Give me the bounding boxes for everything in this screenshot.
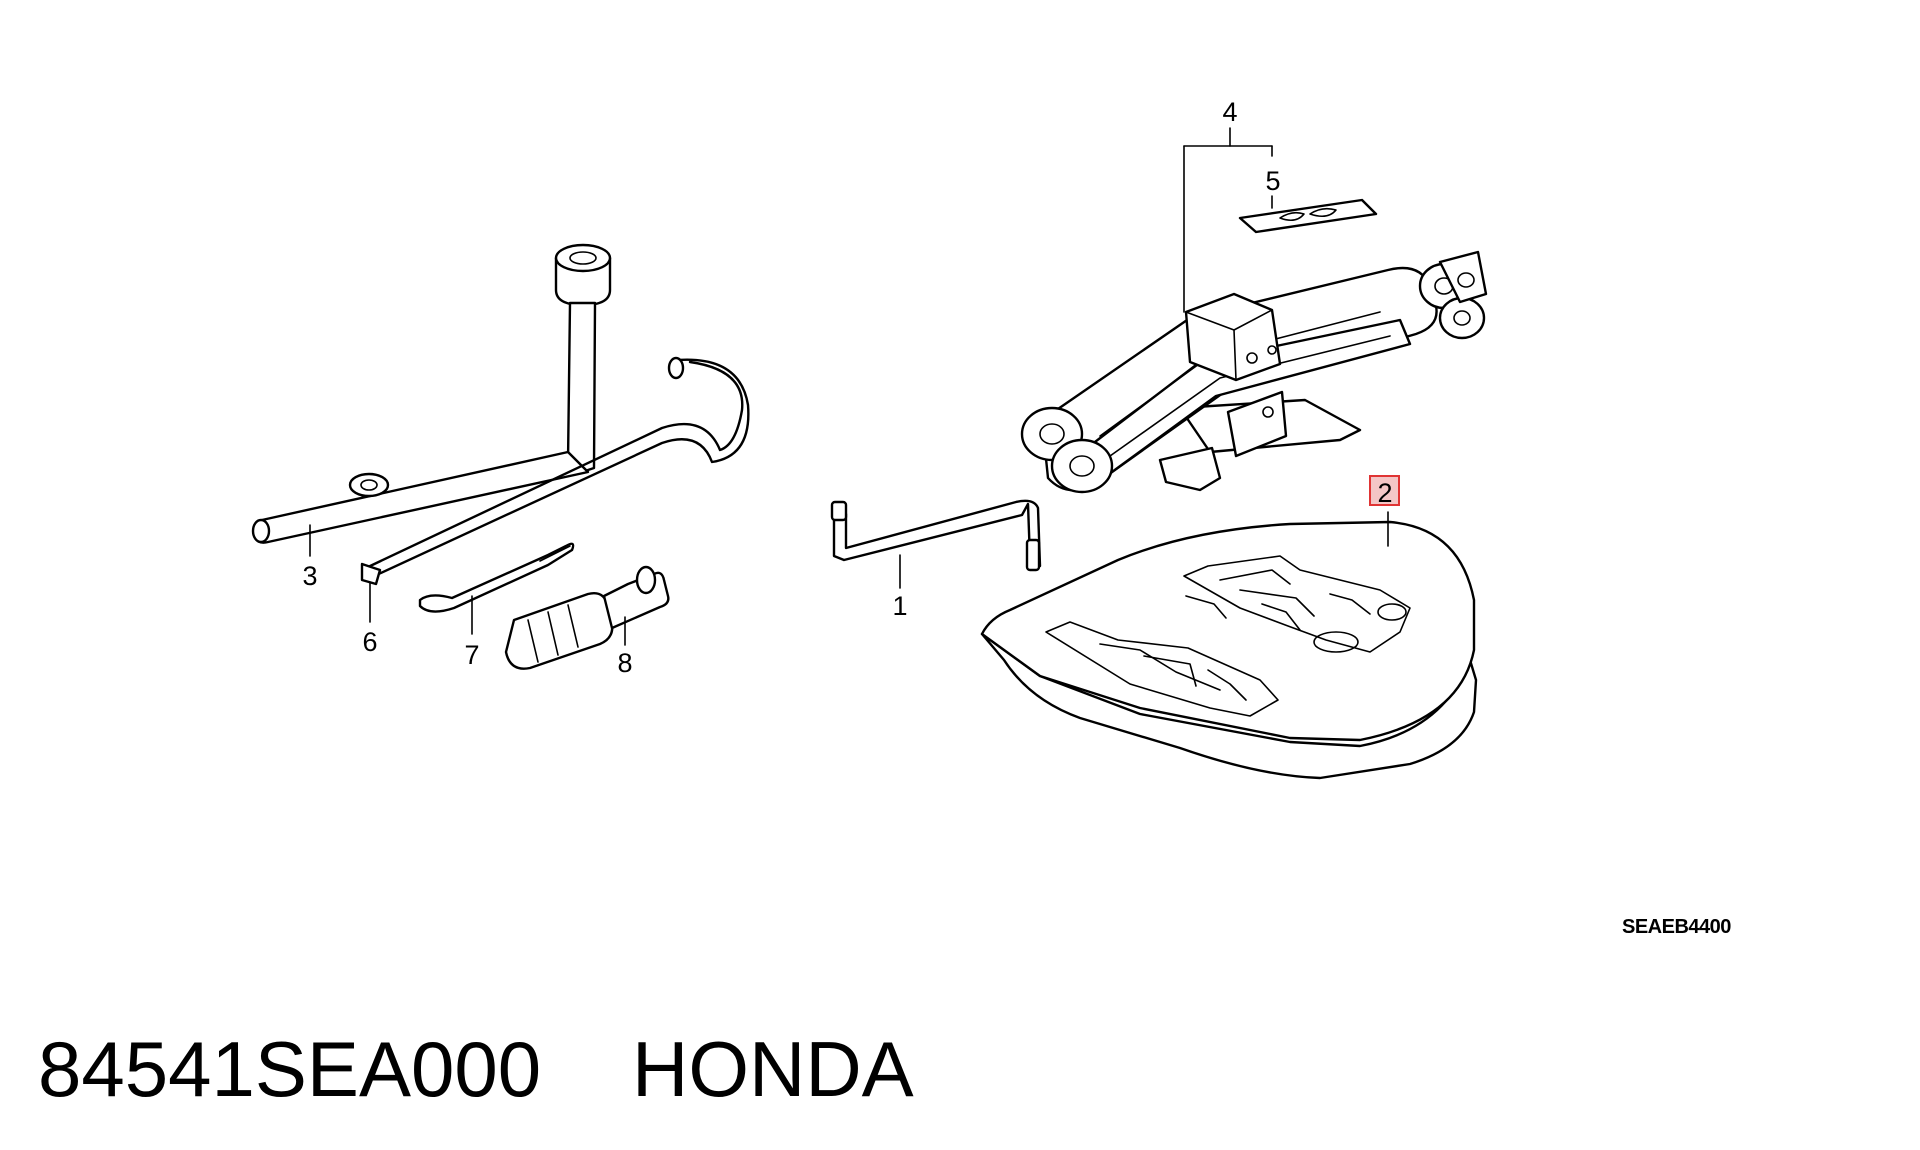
callout-2[interactable]: 2 [1377,478,1392,508]
wheel-nut-handle-drawing[interactable] [360,356,750,586]
callout-6[interactable]: 6 [362,627,377,657]
scissor-jack-drawing[interactable] [1020,250,1488,494]
callout-7[interactable]: 7 [464,640,479,670]
screwdriver-drawing[interactable] [504,565,670,670]
lug-wrench-drawing[interactable] [251,243,612,544]
part-number: 84541SEA000 [38,1025,541,1113]
callout-2-highlight [1369,475,1400,506]
tool-tray-drawing[interactable] [980,520,1478,780]
callout-3[interactable]: 3 [302,561,317,591]
jack-handle-drawing[interactable] [830,499,1042,572]
callout-5[interactable]: 5 [1265,166,1280,196]
callout-1[interactable]: 1 [892,591,907,621]
callout-4[interactable]: 4 [1222,97,1237,127]
leader-4-5 [1183,127,1273,313]
diagram-code: SEAEB4400 [1622,916,1731,938]
brand-name: HONDA [632,1025,914,1113]
jack-label-drawing[interactable] [1238,198,1378,234]
pry-tool-drawing[interactable] [418,542,575,613]
callout-8[interactable]: 8 [617,648,632,678]
